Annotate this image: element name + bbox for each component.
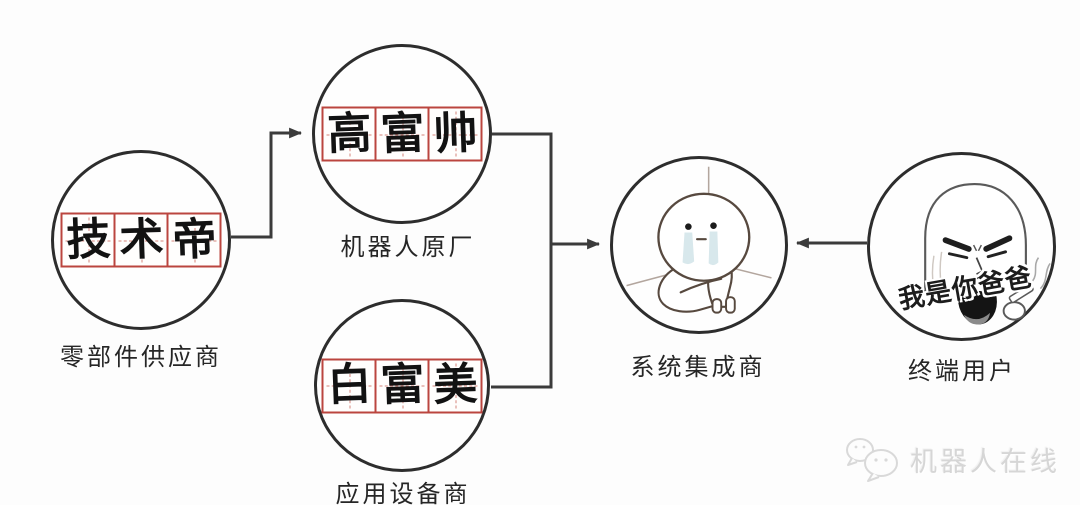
node-circle-end-user <box>867 152 1056 341</box>
node-circle-app-equipment: 白 富 美 <box>314 299 490 472</box>
node-circle-robot-oem: 高 富 帅 <box>312 44 492 224</box>
watermark-text: 机器人在线 <box>910 446 1060 477</box>
calligraphy-char: 术 <box>118 213 164 266</box>
node-label-app-equipment: 应用设备商 <box>335 481 471 505</box>
node-circle-parts-supplier: 技 术 帝 <box>51 150 231 330</box>
node-circle-system-integrator <box>610 156 788 334</box>
connector-parts-to-oem <box>231 127 303 239</box>
calligraphy-grid-parts-supplier: 技 术 帝 <box>60 212 222 268</box>
grid-cell: 帅 <box>427 106 483 162</box>
crying-blob-figure <box>626 166 772 314</box>
grid-cell: 高 <box>321 106 377 162</box>
calligraphy-char: 富 <box>379 358 425 412</box>
calligraphy-char: 白 <box>326 358 372 412</box>
grid-cell: 富 <box>374 358 430 413</box>
node-label-parts-supplier: 零部件供应商 <box>60 344 222 371</box>
connector-oem-equipment-merge <box>491 132 553 389</box>
wechat-bubbles-icon <box>846 438 898 482</box>
node-label-end-user: 终端用户 <box>908 358 1016 385</box>
node-label-robot-oem: 机器人原厂 <box>340 234 476 261</box>
node-label-system-integrator: 系统集成商 <box>630 354 766 381</box>
calligraphy-char: 技 <box>65 213 111 266</box>
grid-cell: 术 <box>113 212 169 268</box>
calligraphy-grid-robot-oem: 高 富 帅 <box>321 106 483 162</box>
calligraphy-char: 帝 <box>171 213 217 266</box>
calligraphy-char: 高 <box>326 107 372 160</box>
angry-shouting-face-figure <box>924 182 1051 325</box>
grid-cell: 富 <box>374 106 430 162</box>
watermark: 机器人在线 <box>842 432 1060 486</box>
calligraphy-char: 富 <box>379 107 425 160</box>
grid-cell: 美 <box>427 358 483 413</box>
calligraphy-char: 美 <box>432 358 478 412</box>
grid-cell: 白 <box>321 358 377 413</box>
grid-cell: 技 <box>60 212 116 268</box>
grid-cell: 帝 <box>166 212 222 268</box>
calligraphy-grid-app-equipment: 白 富 美 <box>321 358 483 413</box>
calligraphy-char: 帅 <box>432 107 478 160</box>
